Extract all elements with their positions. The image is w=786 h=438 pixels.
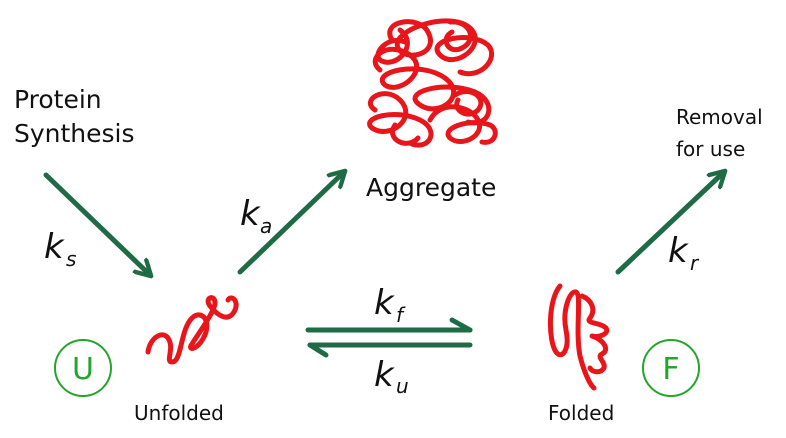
- svg-text:r: r: [690, 251, 700, 275]
- rate-ku: k u: [374, 355, 409, 398]
- unfolding-arrow-head: [307, 342, 329, 358]
- synthesis-arrow: [43, 172, 150, 275]
- aggregation-arrow: [237, 172, 344, 275]
- label-aggregate: Aggregate: [366, 173, 496, 202]
- svg-text:s: s: [66, 247, 76, 271]
- state-circle-unfolded: [54, 339, 112, 397]
- rate-ka: k a: [240, 194, 272, 238]
- label-removal: Removal: [676, 105, 763, 129]
- state-unfolded: U: [54, 339, 112, 397]
- label-synthesis: Synthesis: [14, 119, 135, 148]
- rate-kf: k f: [374, 283, 406, 327]
- svg-text:k: k: [44, 227, 65, 267]
- state-folded: F: [642, 339, 700, 397]
- svg-text:a: a: [260, 214, 272, 238]
- svg-text:u: u: [396, 374, 409, 398]
- label-for-use: for use: [676, 137, 745, 161]
- label-folded: Folded: [548, 401, 614, 425]
- label-protein: Protein: [14, 85, 102, 114]
- folded-protein: [547, 283, 610, 391]
- svg-text:k: k: [374, 355, 395, 395]
- arrows: [43, 172, 724, 358]
- removal-arrow: [615, 172, 724, 275]
- svg-text:k: k: [668, 231, 689, 271]
- svg-text:k: k: [240, 194, 261, 234]
- svg-text:f: f: [396, 303, 406, 327]
- rate-kr: k r: [668, 231, 700, 275]
- folding-arrow-head: [449, 317, 473, 333]
- svg-text:k: k: [374, 283, 395, 323]
- state-symbol-unfolded: U: [72, 352, 94, 387]
- unfolded-protein: [145, 295, 239, 365]
- state-symbol-folded: F: [662, 352, 679, 387]
- rate-ks: k s: [44, 227, 76, 271]
- state-circle-folded: [642, 339, 700, 397]
- label-unfolded: Unfolded: [134, 401, 224, 425]
- aggregate-tangle: [367, 18, 498, 148]
